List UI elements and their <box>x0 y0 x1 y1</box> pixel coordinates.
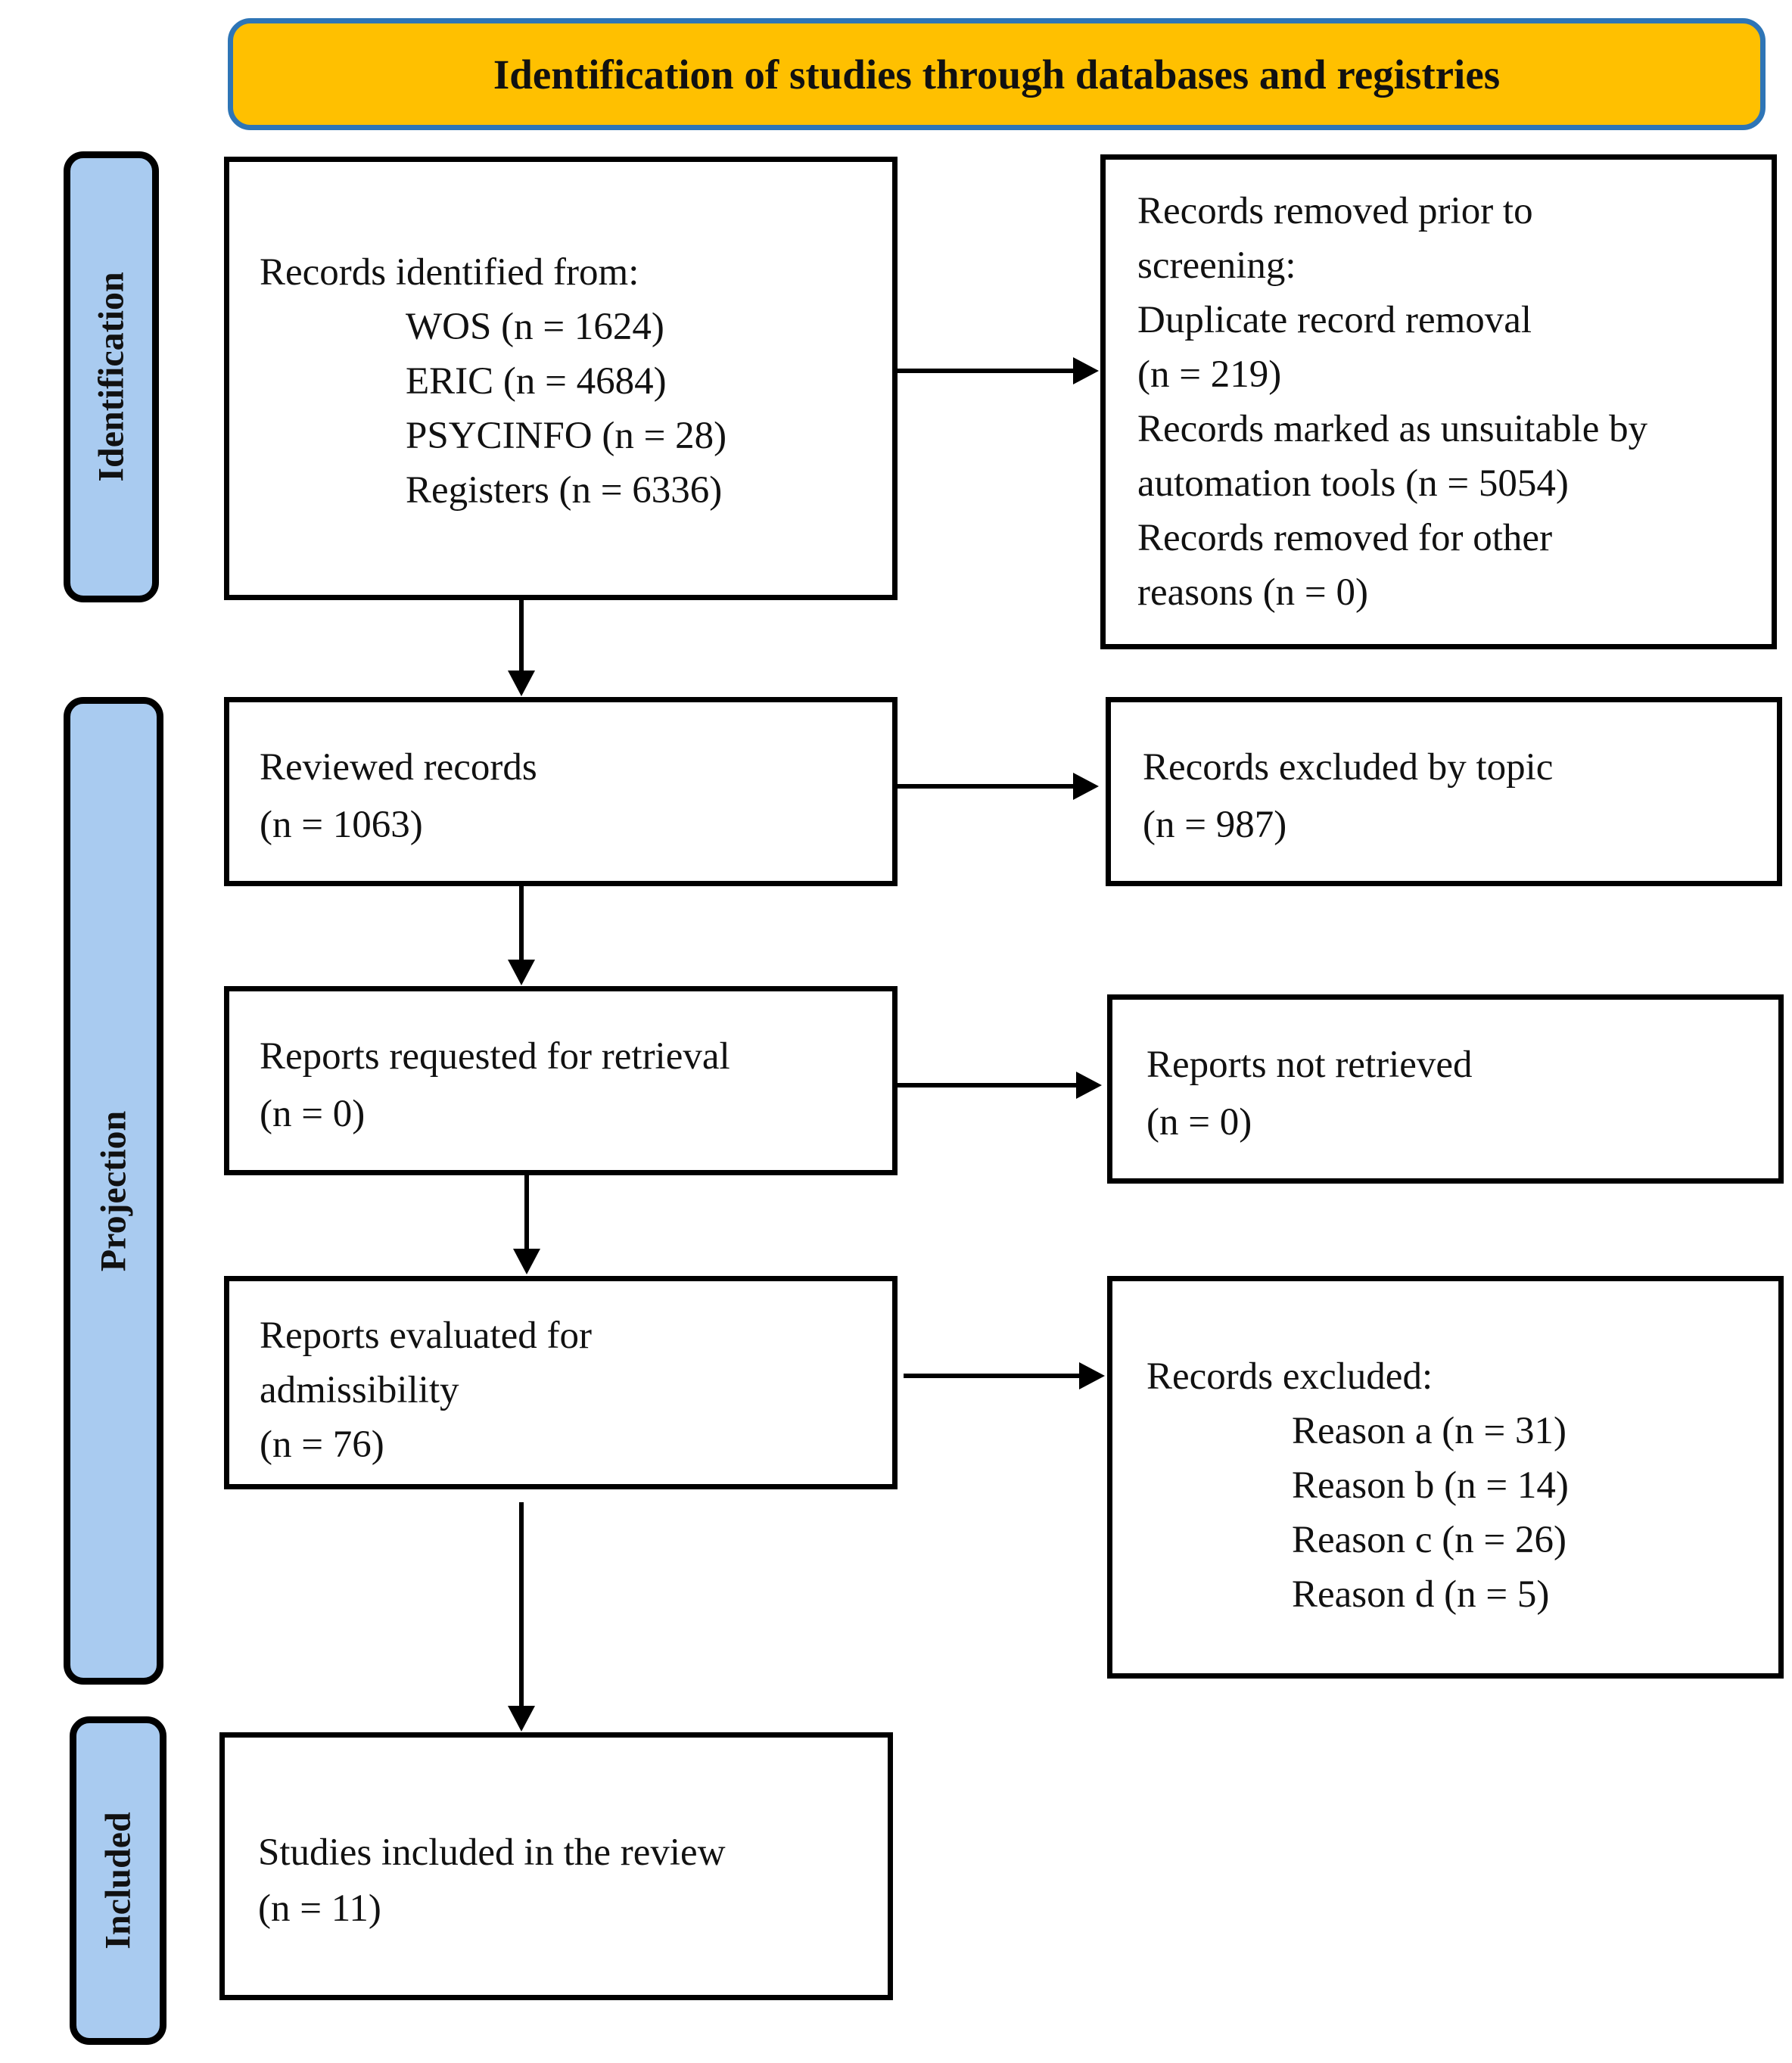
source-wos: WOS (n = 1624) <box>406 306 664 348</box>
phase-included-label: Included <box>98 1812 138 1949</box>
reviewed-records-count: (n = 1063) <box>260 804 423 846</box>
phase-included: Included <box>70 1716 166 2045</box>
reports-requested-count: (n = 0) <box>260 1093 366 1135</box>
studies-included-label: Studies included in the review <box>258 1831 726 1874</box>
arrowhead-right <box>1073 357 1099 384</box>
arrowhead-down <box>508 960 535 985</box>
reports-not-retrieved-box: Reports not retrieved (n = 0) <box>1107 994 1784 1184</box>
header-title: Identification of studies through databa… <box>493 51 1501 98</box>
records-removed-box: Records removed prior to screening: Dupl… <box>1100 154 1777 649</box>
exclusion-reason: Reason c (n = 26) <box>1292 1519 1567 1561</box>
exclusion-reason: Reason b (n = 14) <box>1292 1464 1569 1507</box>
reports-evaluated-label-line2: admissibility <box>260 1369 459 1411</box>
phase-identification: Identification <box>64 151 159 602</box>
studies-included-count: (n = 11) <box>258 1887 381 1930</box>
removed-line: Records marked as unsuitable by <box>1137 408 1648 450</box>
reports-evaluated-count: (n = 76) <box>260 1424 384 1466</box>
reports-requested-label: Reports requested for retrieval <box>260 1035 730 1078</box>
reports-not-retrieved-label: Reports not retrieved <box>1146 1044 1473 1086</box>
arrowhead-right <box>1076 1072 1102 1099</box>
reviewed-records-box: Reviewed records (n = 1063) <box>224 697 898 886</box>
excluded-topic-box: Records excluded by topic (n = 987) <box>1106 697 1782 886</box>
phase-header: Identification of studies through databa… <box>228 18 1766 130</box>
excluded-topic-count: (n = 987) <box>1143 804 1287 846</box>
phase-identification-label: Identification <box>91 272 132 482</box>
arrowhead-down <box>513 1249 540 1274</box>
studies-included-box: Studies included in the review (n = 11) <box>219 1732 893 2000</box>
arrow-reviewed-to-requested <box>519 886 524 962</box>
exclusion-reason: Reason d (n = 5) <box>1292 1573 1550 1616</box>
source-psycinfo: PSYCINFO (n = 28) <box>406 415 727 457</box>
arrow-identified-to-reviewed <box>519 600 524 673</box>
phase-projection: Projection <box>64 697 163 1685</box>
arrowhead-right <box>1073 773 1099 800</box>
reports-not-retrieved-count: (n = 0) <box>1146 1101 1252 1144</box>
reports-requested-box: Reports requested for retrieval (n = 0) <box>224 986 898 1175</box>
arrowhead-down <box>508 1706 535 1732</box>
removed-line: Records removed prior to <box>1137 190 1533 232</box>
removed-line: automation tools (n = 5054) <box>1137 462 1569 505</box>
source-registers: Registers (n = 6336) <box>406 469 723 512</box>
removed-line: Records removed for other <box>1137 517 1553 559</box>
arrowhead-right <box>1079 1362 1105 1389</box>
phase-projection-label: Projection <box>93 1110 134 1271</box>
arrow-requested-to-not-retrieved <box>898 1083 1079 1088</box>
exclusion-reason: Reason a (n = 31) <box>1292 1410 1567 1452</box>
removed-line: screening: <box>1137 244 1296 287</box>
records-identified-title: Records identified from: <box>260 251 639 294</box>
arrow-identified-to-removed <box>898 369 1076 373</box>
source-eric: ERIC (n = 4684) <box>406 360 667 403</box>
arrowhead-down <box>508 671 535 696</box>
excluded-topic-label: Records excluded by topic <box>1143 746 1554 789</box>
records-excluded-box: Records excluded: Reason a (n = 31) Reas… <box>1107 1276 1784 1679</box>
arrow-evaluated-to-excluded <box>904 1374 1082 1378</box>
records-excluded-title: Records excluded: <box>1146 1355 1433 1398</box>
removed-line: Duplicate record removal <box>1137 299 1532 341</box>
reviewed-records-label: Reviewed records <box>260 746 537 789</box>
removed-line: (n = 219) <box>1137 353 1282 396</box>
arrow-evaluated-to-included <box>519 1502 524 1708</box>
reports-evaluated-box: Reports evaluated for admissibility (n =… <box>224 1276 898 1489</box>
removed-line: reasons (n = 0) <box>1137 571 1368 614</box>
records-identified-box: Records identified from: WOS (n = 1624) … <box>224 157 898 600</box>
reports-evaluated-label-line1: Reports evaluated for <box>260 1315 593 1357</box>
arrow-reviewed-to-excluded-topic <box>898 784 1076 789</box>
arrow-requested-to-evaluated <box>524 1175 529 1251</box>
